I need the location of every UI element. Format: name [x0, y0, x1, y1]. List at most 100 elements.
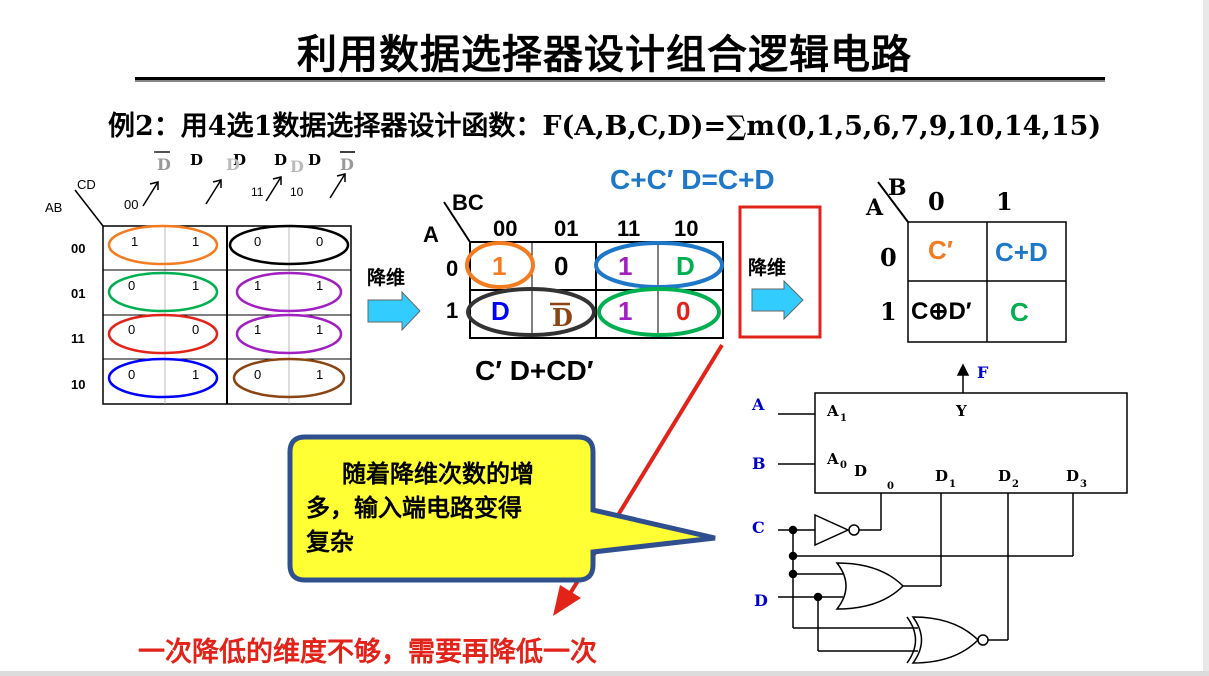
page-title: 利用数据选择器设计组合逻辑电路 — [297, 32, 912, 78]
circuit-labels: A B C D F Y A 1 A 0 D 0 D 1 D 2 D 3 — [751, 363, 1087, 610]
kmap2-cell: 1 — [618, 251, 632, 281]
kmap-4var: CD AB 00 11 10 D D D D D D D D 00 — [45, 151, 355, 405]
kmap1-cell: 0 — [128, 367, 135, 382]
kmap1-top-d-5: D — [274, 151, 287, 169]
kmap2-cell: D — [491, 296, 510, 326]
kmap1-row-11: 11 — [71, 331, 85, 346]
reduce-label-2: 降维 — [748, 256, 786, 279]
mux-d0-sub: 0 — [887, 481, 894, 492]
kmap2-row-var: A — [423, 222, 439, 247]
kmap2-row-0: 0 — [446, 256, 458, 281]
mux-a0-sub: 0 — [840, 460, 847, 471]
kmap-2var: B A 0 1 0 1 C′ C+D C⊕D′ C — [865, 175, 1067, 343]
mux-y-label: Y — [955, 402, 967, 420]
reduce-label-1: 降维 — [367, 266, 405, 289]
kmap2-cell: D — [676, 251, 695, 281]
kmap1-col-00: 00 — [124, 197, 138, 212]
kmap1-cell: 1 — [131, 234, 138, 249]
kmap2-col-01: 01 — [554, 216, 578, 241]
mux-d2-sub: 2 — [1012, 479, 1019, 490]
mux-d2-label: D — [998, 467, 1011, 485]
kmap2-cell: 0 — [554, 251, 568, 281]
kmap2-cell: 1 — [492, 251, 506, 281]
kmap3-cell: C′ — [928, 235, 953, 265]
kmap1-top-dbar-ghost: D — [340, 155, 354, 174]
kmap1-cell: 1 — [316, 367, 323, 382]
kmap2-cell: 0 — [676, 296, 690, 326]
kmap1-cell: 0 — [128, 278, 135, 293]
kmap3-cell: C+D — [995, 237, 1048, 267]
kmap3-col-1: 1 — [996, 187, 1013, 216]
input-b-label: B — [752, 454, 766, 473]
callout-line-2: 多，输入端电路变得 — [306, 494, 522, 522]
kmap1-cell: 1 — [192, 367, 199, 382]
kmap1-row-00: 00 — [71, 241, 85, 256]
callout-line-1: 随着降维次数的增 — [342, 460, 534, 488]
kmap1-top-dbar-1: D — [157, 155, 171, 174]
mux-a1-sub: 1 — [840, 413, 847, 424]
kmap2-row-1: 1 — [446, 298, 458, 323]
kmap1-cell: 0 — [316, 234, 323, 249]
kmap2-col-11: 11 — [617, 216, 640, 241]
input-a-label: A — [751, 395, 765, 414]
kmap3-col-var: B — [888, 175, 907, 201]
kmap1-cell: 0 — [254, 234, 261, 249]
simplification-equation: C+C′ D=C+D — [610, 164, 775, 195]
kmap2-col-var: BC — [452, 190, 484, 215]
kmap1-cell: 1 — [254, 322, 261, 337]
kmap3-row-var: A — [865, 195, 884, 221]
callout-bubble — [287, 434, 716, 583]
kmap1-row-01: 01 — [71, 286, 85, 301]
kmap3-row-0: 0 — [880, 243, 897, 272]
kmap2-col-10: 10 — [674, 216, 698, 241]
mux-circuit — [778, 363, 1128, 664]
kmap2-cell: D — [552, 303, 573, 332]
red-note: 一次降低的维度不够，需要再降低一次 — [138, 637, 597, 668]
kmap1-cell: 0 — [128, 322, 135, 337]
kmap-3var: BC A 00 01 11 10 0 1 1 0 1 D D D 1 0 C′ … — [423, 190, 724, 386]
reduce-arrow-1: 降维 — [367, 266, 421, 332]
kmap1-top-d-6: D — [308, 151, 321, 169]
mux-a1-label: A — [826, 402, 839, 420]
kmap1-top-d-3: D — [233, 151, 246, 169]
kmap3-row-1: 1 — [880, 297, 897, 326]
mux-d3-label: D — [1066, 467, 1079, 485]
kmap1-top-d-ghost: D — [290, 157, 304, 176]
kmap1-row-10: 10 — [71, 377, 85, 392]
kmap2-expression: C′ D+CD′ — [475, 355, 594, 386]
kmap1-cell: 0 — [192, 322, 199, 337]
example-statement: 例2：用4选1数据选择器设计函数：F(A,B,C,D)=∑m(0,1,5,6,7… — [108, 111, 1102, 142]
kmap1-cell: 1 — [254, 278, 261, 293]
kmap1-col-11: 11 — [251, 185, 264, 199]
mux-a0-label: A — [826, 450, 839, 468]
kmap1-cell: 0 — [254, 367, 261, 382]
kmap1-col-var: CD — [77, 177, 96, 192]
title-underline — [135, 77, 1105, 82]
kmap1-top-d-2: D — [190, 151, 203, 169]
reduce-box-2: 降维 — [738, 205, 822, 339]
output-f-label: F — [977, 363, 989, 382]
mux-d3-sub: 3 — [1080, 479, 1087, 490]
mux-d1-label: D — [935, 467, 948, 485]
kmap1-pointer-arrows — [142, 173, 346, 207]
bottom-frame-edge — [0, 671, 1209, 676]
kmap3-cell: C⊕D′ — [911, 298, 972, 325]
kmap2-cell: 1 — [618, 296, 632, 326]
mux-d0-label: D — [854, 462, 867, 480]
kmap1-top-dbar-4: D — [226, 155, 240, 174]
kmap1-cell: 1 — [316, 322, 323, 337]
kmap3-col-0: 0 — [928, 187, 945, 216]
right-frame-edge — [1203, 0, 1209, 676]
kmap1-row-var: AB — [45, 200, 62, 215]
input-c-label: C — [752, 518, 765, 537]
kmap1-cell: 1 — [192, 278, 199, 293]
kmap2-col-00: 00 — [493, 216, 517, 241]
kmap3-cell: C — [1010, 297, 1029, 327]
kmap1-col-10: 10 — [290, 185, 304, 199]
input-d-label: D — [754, 591, 768, 610]
callout-text: 随着降维次数的增 多，输入端电路变得 复杂 — [306, 457, 596, 559]
mux-d1-sub: 1 — [949, 479, 956, 490]
callout-line-3: 复杂 — [306, 528, 354, 556]
kmap1-cell: 1 — [316, 278, 323, 293]
